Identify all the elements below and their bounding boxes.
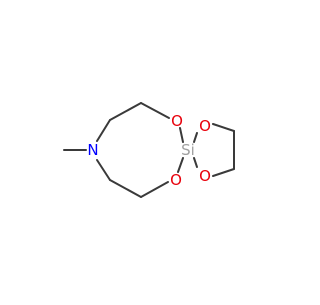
molecule-diagram: O O O O Si N [63, 102, 235, 198]
bond-c3-c4 [109, 179, 142, 198]
bonds [63, 102, 235, 198]
atom-oxygen-upper-left: O [171, 112, 183, 130]
bond-si-o4 [193, 157, 198, 168]
bond-si-o3 [193, 132, 198, 143]
bond-c2-n [96, 119, 111, 142]
atom-oxygen-upper-right: O [199, 117, 211, 135]
atom-nitrogen: N [87, 141, 98, 159]
bond-o3-c5 [212, 123, 235, 132]
bond-o2-c1 [140, 102, 170, 119]
bond-c4-o1 [140, 181, 169, 198]
bond-n-c3 [96, 159, 111, 181]
bond-o2-si [179, 127, 184, 143]
structure-drawing: O O O O Si N [63, 102, 235, 198]
bond-o1-si [177, 157, 184, 173]
atom-oxygen-lower-left: O [170, 171, 182, 189]
atom-labels: O O O O Si N [87, 112, 211, 189]
atom-silicon: Si [181, 141, 195, 159]
bond-c6-o4 [212, 168, 235, 177]
bond-c1-c2 [109, 102, 142, 121]
atom-oxygen-lower-right: O [199, 167, 211, 185]
